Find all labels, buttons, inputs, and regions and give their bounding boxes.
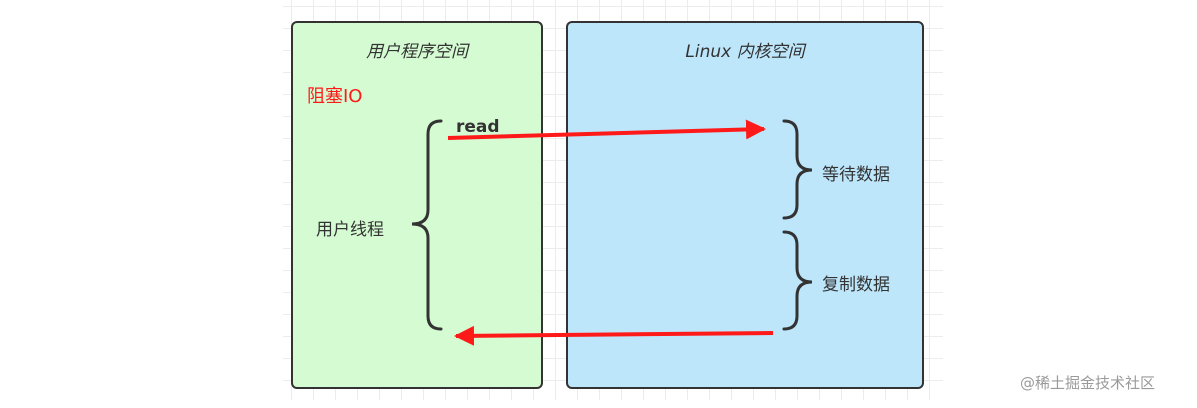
watermark: @稀土掘金技术社区 [1020,374,1156,392]
kernel-space-box: Linux 内核空间 [566,21,924,389]
user-thread-label: 用户线程 [316,220,384,240]
user-thread-brace [411,119,443,331]
user-space-box: 用户程序空间 [291,21,543,389]
read-request-arrow [447,119,766,140]
kernel-space-title: Linux 内核空间 [685,42,805,62]
data-return-arrow [454,325,774,346]
copy-data-label: 复制数据 [822,275,890,295]
wait-data-brace [782,119,813,220]
user-space-title: 用户程序空间 [366,42,468,62]
copy-data-brace [782,230,813,331]
wait-data-label: 等待数据 [822,165,890,185]
blocking-io-label: 阻塞IO [307,86,363,107]
read-label: read [456,117,500,137]
